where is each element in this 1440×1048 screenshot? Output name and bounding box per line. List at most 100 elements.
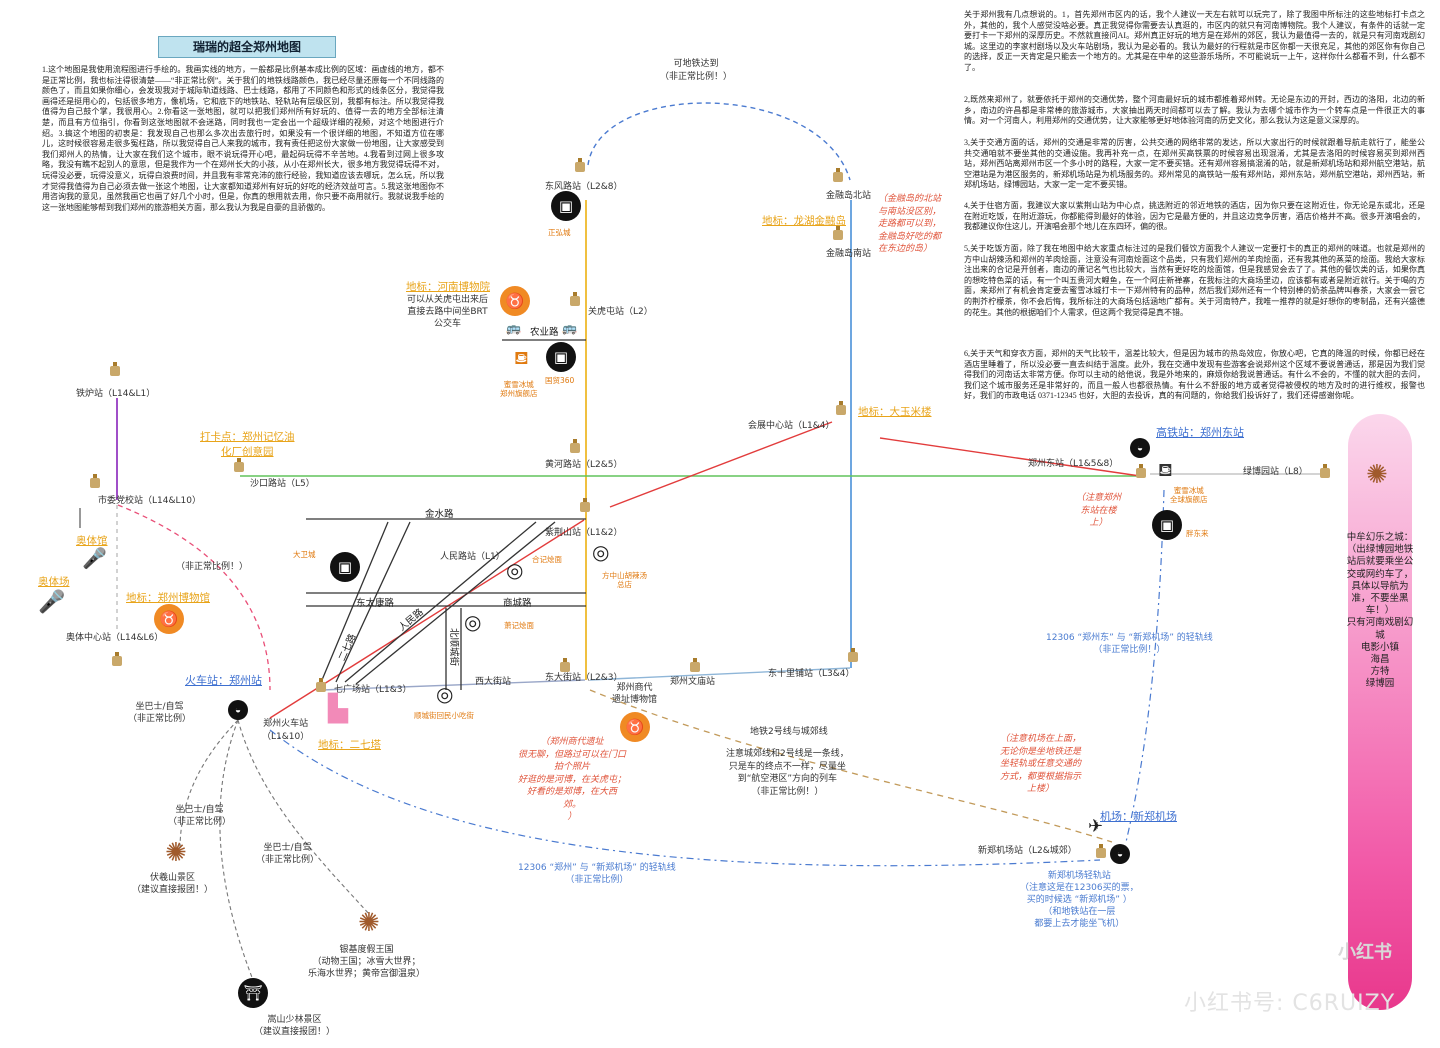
shop-guomao: 国贸360 xyxy=(545,376,575,385)
noodle-bowl-icon: ◎ xyxy=(436,682,454,706)
note-rail-zhengzhou: 12306 “郑州” 与 “新郑机场” 的轻轨线 （非正常比例） xyxy=(518,863,676,885)
note-qinggui: 新郑机场轻轨站 （注意这是在12306买的票， 买的时候选 “新郑机场” ） （… xyxy=(1020,871,1139,929)
watermark: 小红书号: C6RUIZY xyxy=(1184,991,1396,1016)
bus-note-3: 坐巴士/自驾 （非正常比例） xyxy=(256,843,320,865)
landmark-henanbwy: 地标：河南博物院 xyxy=(406,281,490,293)
station-dongdajie: 东大街站（L2&3） xyxy=(545,673,623,683)
shop-pangdonglai: 胖东来 xyxy=(1186,529,1209,538)
road-erqi-b xyxy=(335,521,411,683)
intro-paragraph: 1.这个地图是我使用流程图进行手绘的。我画实线的地方，一般都是比例基本成比例的区… xyxy=(42,65,444,212)
station-icon xyxy=(1320,464,1330,478)
road-label-dakang: 东太康路 xyxy=(356,598,395,609)
station-icon xyxy=(1096,844,1106,858)
shopping-bag-icon: ▣ xyxy=(546,342,576,372)
station-icon xyxy=(575,158,585,172)
landmark-jiyiyou: 打卡点：郑州记忆油 化厂创意园 xyxy=(200,431,295,458)
noodle-bowl-icon: ◎ xyxy=(592,540,610,564)
road-label-shangcheng: 商城路 xyxy=(503,598,532,609)
station-icon xyxy=(560,658,570,672)
road-label-nongye: 农业路 xyxy=(530,327,559,338)
castle-icon: ⛩ xyxy=(238,978,268,1008)
station-icon xyxy=(580,498,590,512)
line3-segment-b xyxy=(589,667,851,681)
station-shilipu: 东十里铺站（L3&4） xyxy=(768,669,855,679)
cow-head-icon: ♉ xyxy=(500,286,530,316)
station-shiwei: 市委党校站（L14&L10） xyxy=(98,496,201,506)
landmark-aotiguan: 奥体馆 xyxy=(76,535,108,547)
right-para-2: 2,既然来郑州了，就要依托于郑州的交通优势，整个河南最好玩的城市都推着郑州转。无… xyxy=(964,95,1425,126)
right-para-3: 3,关于交通方面的话，郑州的交通是非常的厉害，公共交通的网络非常的发达，所以大家… xyxy=(964,138,1425,190)
line10-dashed xyxy=(117,504,271,691)
landmark-dayumi: 地标：大玉米楼 xyxy=(858,406,932,418)
bus-icon: 🚌 xyxy=(562,321,577,335)
shop-mixue2: 蜜雪冰城 全球旗舰店 xyxy=(1170,486,1208,504)
right-para-6: 6,关于天气和穿衣方面，郑州的天气比较干，温差比较大，但是因为城市的热岛效应，你… xyxy=(964,349,1425,401)
road-label-jinshui: 金水路 xyxy=(425,509,454,520)
station-xidajie: 西大街站 xyxy=(475,677,512,687)
shop-dawei: 大卫城 xyxy=(293,550,316,559)
zhongmou-text: 中牟幻乐之城： （出绿博园地铁 站后就要乘坐公 交或网约车了， 具体以导航为 准… xyxy=(1346,532,1414,690)
station-jinrongnan: 金融岛南站 xyxy=(826,249,872,259)
bus-icon: 🚌 xyxy=(506,321,521,335)
station-tielu: 铁炉站（L14&L1） xyxy=(76,389,156,399)
scenic-shaolin: 嵩山少林景区 （建议直接报团！） xyxy=(254,1015,336,1037)
bus-note-2: 坐巴士/自驾 （非正常比例） xyxy=(168,805,232,827)
note-jichang: （注意机场在上面， 无论你是坐地铁还是 坐轻轨或任意交通的 方式，都要根据指示 … xyxy=(1000,734,1082,794)
station-icon xyxy=(690,658,700,672)
heading-jichang: 机场：新郑机场 xyxy=(1100,810,1177,823)
landmark-zzbwg: 地标：郑州博物馆 xyxy=(126,592,210,604)
shop-mixue1: 蜜雪冰城 郑州旗舰店 xyxy=(500,380,538,398)
bubble-tea-icon: ⛾ xyxy=(1158,460,1173,481)
station-icon xyxy=(848,648,858,662)
microphone-icon: 🎤 xyxy=(38,590,66,615)
rail12306-zhengzhou xyxy=(269,729,1101,867)
landmark-aotichang: 奥体场 xyxy=(38,576,70,588)
feizc-note: （非正常比例！） xyxy=(176,562,249,572)
station-icon xyxy=(234,458,244,472)
station-dongfeng: 东风路站（L2&8） xyxy=(545,182,623,192)
station-aoti: 奥体中心站（L14&L6） xyxy=(66,633,164,643)
station-icon xyxy=(833,168,843,182)
cow-head-icon: ♉ xyxy=(620,712,650,742)
train-icon: ◒ xyxy=(1110,844,1130,864)
noodle-bowl-icon: ◎ xyxy=(464,610,482,634)
heading-gaotie: 高铁站：郑州东站 xyxy=(1156,426,1244,439)
zhongmou-panel xyxy=(1348,414,1412,1010)
right-para-4: 4,关于住宿方面，我建议大家以紫荆山站为中心点，挑选附近的邻近地铁的酒店，因为你… xyxy=(964,201,1425,232)
station-icon xyxy=(833,226,843,240)
station-icon xyxy=(90,474,100,488)
line2-chengjiao-dashed xyxy=(589,689,1113,843)
road-renmin-b xyxy=(355,521,556,685)
station-icon xyxy=(1136,464,1146,478)
scenic-yinji: 银基度假王国 （动物王国；冰雪大世界； 乐海水世界；黄帝宫御温泉） xyxy=(308,945,426,979)
rail12306-dongzhan xyxy=(1125,489,1165,843)
food-fangzhongshan: 方中山胡辣汤 总店 xyxy=(602,571,647,589)
ferris-wheel-icon: ✺ xyxy=(165,838,187,868)
ferris-wheel-icon: ✺ xyxy=(1366,460,1388,490)
station-renminlu: 人民路站（L1） xyxy=(440,552,505,562)
road-label-beishun: 北顺城街 xyxy=(448,627,460,667)
pagoda-icon: ▙ xyxy=(328,694,348,724)
dashed-metro-arc xyxy=(587,102,851,181)
chengjiao-note: 注意城郊线和2号线是一条线， 只是车的终点不一样，尽量坐 到“航空港区”方向的列… xyxy=(726,749,849,797)
bus-path-shaolin xyxy=(219,719,254,981)
road-renmin xyxy=(344,521,537,683)
shopping-bag-icon: ▣ xyxy=(551,191,581,221)
scenic-fuxi: 伏羲山景区 （建议直接报团！） xyxy=(132,873,214,895)
note-rail-dongzhan: 12306 “郑州东” 与 “新郑机场” 的轻轨线 （非正常比例！） xyxy=(1046,633,1213,655)
line3-segment xyxy=(321,679,586,691)
station-wenmiao: 郑州文庙站 xyxy=(670,677,716,687)
line1-segment-b xyxy=(879,437,1141,477)
shop-zhenghong: 正弘城 xyxy=(548,228,571,237)
noodle-bowl-icon: ◎ xyxy=(506,558,524,582)
airplane-icon: ✈ xyxy=(1088,816,1104,837)
right-para-5: 5,关于吃饭方面，除了我在地图中给大家重点标注过的是我们餐饮方面我个人建议一定要… xyxy=(964,244,1425,317)
station-zzdong: 郑州东站（L1&5&8） xyxy=(1028,459,1119,469)
metro-note-top: 可地铁达到 （非正常比例！） xyxy=(660,59,733,82)
line1-segment-a xyxy=(609,421,833,508)
watermark-logo: 小红书 xyxy=(1338,942,1392,963)
station-icon xyxy=(570,292,580,306)
station-zzhuoche: 郑州火车站 （L1&10） xyxy=(262,719,310,742)
shopping-bag-icon: ▣ xyxy=(1152,510,1182,540)
